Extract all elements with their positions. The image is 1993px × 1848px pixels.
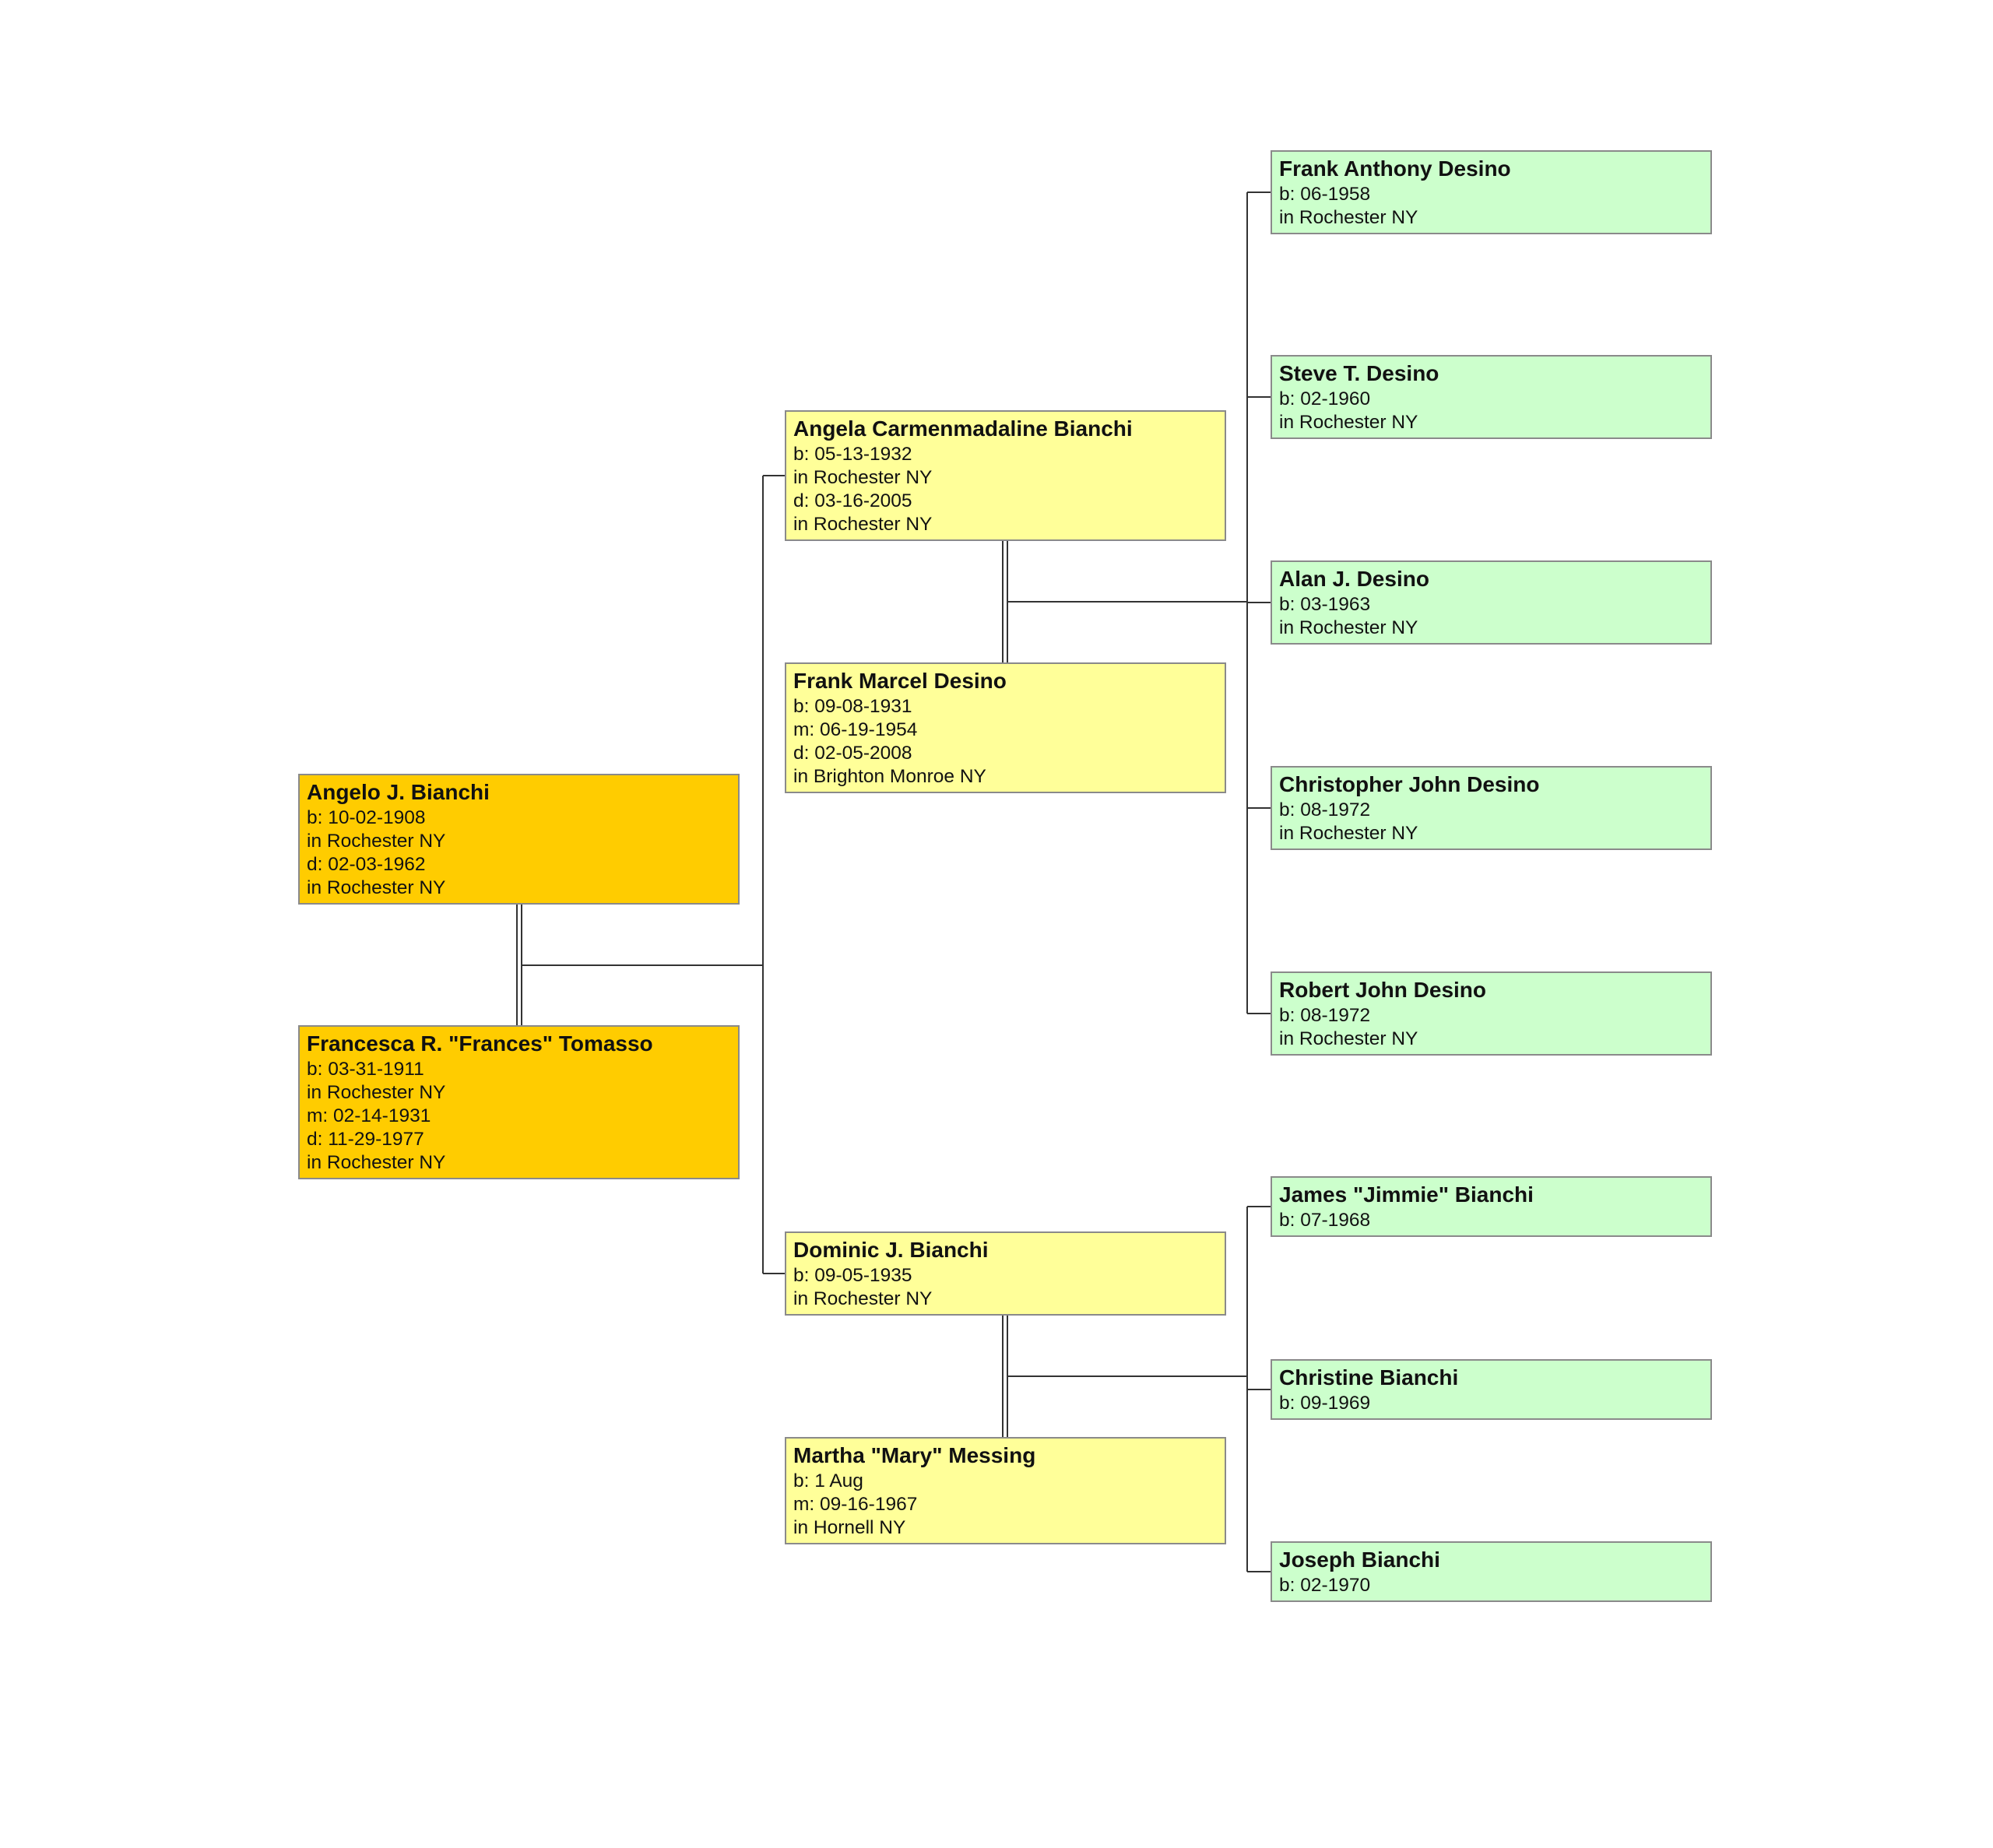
person-detail: b: 09-08-1931 [793,696,912,717]
person-detail: b: 03-1963 [1279,594,1371,615]
person-detail: m: 06-19-1954 [793,719,918,740]
person-detail: in Rochester NY [1279,617,1418,638]
person-detail: in Rochester NY [1279,207,1418,228]
person-detail: b: 08-1972 [1279,1005,1371,1026]
person-name: Frank Anthony Desino [1279,156,1511,181]
person-box-angelo: Angelo J. Bianchi b: 10-02-1908 in Roche… [298,774,740,905]
person-detail: in Rochester NY [1279,823,1418,844]
person-detail: in Rochester NY [793,1288,933,1309]
person-detail: b: 09-05-1935 [793,1265,912,1286]
person-detail: in Rochester NY [1279,412,1418,433]
person-name: Angelo J. Bianchi [307,780,490,804]
person-box-angela: Angela Carmenmadaline Bianchi b: 05-13-1… [785,410,1226,541]
person-detail: b: 06-1958 [1279,184,1371,205]
person-name: Martha "Mary" Messing [793,1443,1036,1467]
person-box-frank-marcel: Frank Marcel Desino b: 09-08-1931 m: 06-… [785,662,1226,793]
person-detail: in Rochester NY [793,467,933,488]
person-name: Angela Carmenmadaline Bianchi [793,416,1133,441]
person-box-alan: Alan J. Desino b: 03-1963 in Rochester N… [1271,560,1712,645]
person-detail: b: 07-1968 [1279,1210,1371,1231]
person-detail: in Rochester NY [307,1082,446,1103]
person-name: Christopher John Desino [1279,772,1540,796]
person-detail: in Rochester NY [307,831,446,852]
person-box-frank-anthony: Frank Anthony Desino b: 06-1958 in Roche… [1271,150,1712,234]
person-box-james: James "Jimmie" Bianchi b: 07-1968 [1271,1176,1712,1237]
person-name: Christine Bianchi [1279,1365,1459,1390]
person-box-martha: Martha "Mary" Messing b: 1 Aug m: 09-16-… [785,1437,1226,1544]
person-detail: b: 02-1960 [1279,388,1371,409]
person-detail: b: 02-1970 [1279,1575,1371,1596]
person-detail: d: 11-29-1977 [307,1129,424,1150]
person-detail: m: 02-14-1931 [307,1105,431,1126]
person-name: Francesca R. "Frances" Tomasso [307,1031,653,1056]
person-name: James "Jimmie" Bianchi [1279,1182,1534,1207]
person-name: Robert John Desino [1279,978,1487,1002]
person-detail: b: 05-13-1932 [793,444,912,465]
person-detail: b: 10-02-1908 [307,807,426,828]
person-detail: b: 03-31-1911 [307,1059,424,1080]
person-box-christopher: Christopher John Desino b: 08-1972 in Ro… [1271,766,1712,850]
person-detail: d: 02-05-2008 [793,743,912,764]
person-name: Dominic J. Bianchi [793,1238,989,1262]
person-box-dominic: Dominic J. Bianchi b: 09-05-1935 in Roch… [785,1231,1226,1316]
person-detail: in Rochester NY [307,877,446,898]
person-name: Alan J. Desino [1279,567,1429,591]
person-detail: b: 09-1969 [1279,1393,1371,1414]
person-box-francesca: Francesca R. "Frances" Tomasso b: 03-31-… [298,1025,740,1179]
person-box-christine: Christine Bianchi b: 09-1969 [1271,1359,1712,1420]
person-detail: in Hornell NY [793,1517,906,1538]
person-detail: b: 08-1972 [1279,799,1371,820]
person-name: Steve T. Desino [1279,361,1439,385]
person-detail: m: 09-16-1967 [793,1494,918,1515]
person-detail: b: 1 Aug [793,1470,863,1491]
person-name: Joseph Bianchi [1279,1548,1440,1572]
person-detail: in Brighton Monroe NY [793,766,986,787]
person-detail: d: 03-16-2005 [793,490,912,511]
person-box-steve: Steve T. Desino b: 02-1960 in Rochester … [1271,355,1712,439]
person-detail: in Rochester NY [307,1152,446,1173]
person-detail: in Rochester NY [1279,1028,1418,1049]
person-detail: d: 02-03-1962 [307,854,426,875]
person-box-joseph: Joseph Bianchi b: 02-1970 [1271,1541,1712,1602]
person-name: Frank Marcel Desino [793,669,1007,693]
person-box-robert: Robert John Desino b: 08-1972 in Rochest… [1271,971,1712,1056]
person-detail: in Rochester NY [793,514,933,535]
